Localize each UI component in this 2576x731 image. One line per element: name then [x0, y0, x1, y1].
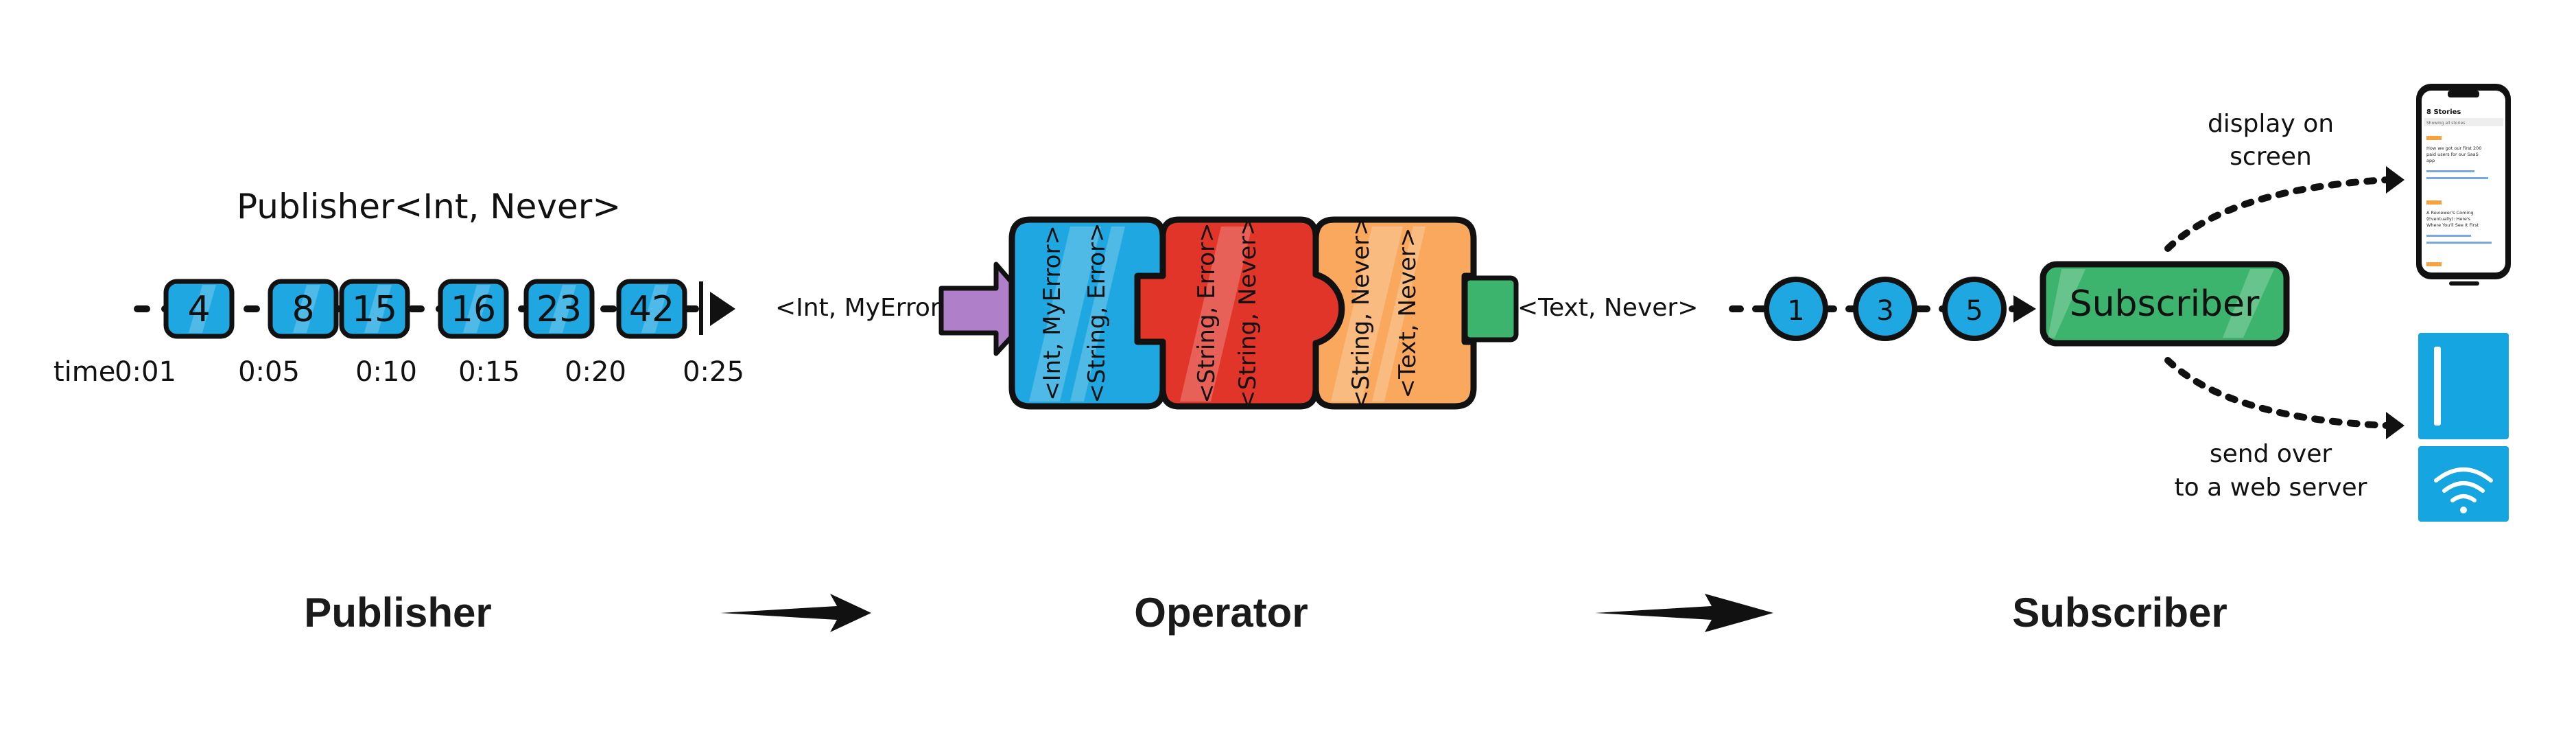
send-label-line2: to a web server: [2175, 474, 2367, 502]
publisher-marble: 8: [268, 279, 339, 339]
phone-subtitle: Showing all stories: [2426, 121, 2465, 126]
stage-label-publisher: Publisher: [304, 590, 491, 636]
phone-story-2: A Reviewer's Coming (Eventually): Here's…: [2426, 210, 2479, 228]
subscriber-marble-value: 3: [1876, 295, 1893, 327]
piece-1-top-type: <Int, MyError>: [1039, 225, 1066, 401]
stage-labels: Publisher Operator Subscriber: [304, 590, 2227, 636]
timeline-arrow-icon: [710, 292, 735, 326]
stage-arrow-2-icon: [1595, 594, 1773, 632]
publisher-type-label: Publisher<Int, Never>: [237, 187, 621, 227]
publisher-marble: 16: [438, 279, 509, 339]
subscriber-marble: 5: [1942, 277, 2007, 341]
subscriber-box-label: Subscriber: [2070, 283, 2260, 325]
phone-story-1: How we got our first 200 paid users for …: [2426, 146, 2483, 163]
publisher-marble-value: 4: [187, 289, 210, 330]
send-label-line1: send over: [2210, 440, 2332, 468]
piece-3-bottom-type: <Text, Never>: [1394, 228, 1421, 399]
subscriber-box: [2040, 261, 2290, 347]
subscriber-box-shine: [2048, 269, 2274, 338]
operator-output-type: <Text, Never>: [1517, 294, 1698, 322]
operator-input-type: <Int, MyError>: [775, 294, 961, 322]
piece-2-top-type: <String, Error>: [1193, 223, 1220, 404]
publisher-marble: 42: [616, 279, 687, 339]
time-prefix: time: [54, 356, 115, 388]
stage-label-operator: Operator: [1134, 590, 1308, 636]
display-label-line2: screen: [2230, 143, 2312, 171]
subscriber-marble-value: 1: [1787, 295, 1804, 327]
publisher-marble-value: 23: [536, 289, 582, 330]
phone-icon: 8 Stories Showing all stories How we got…: [2416, 84, 2511, 286]
publisher-time-label: 0:10: [355, 356, 417, 388]
publisher-time-label: 0:01: [115, 356, 176, 388]
subscriber-marble-value: 5: [1965, 295, 1983, 327]
publisher-time-label: 0:05: [238, 356, 300, 388]
publisher-section: Publisher<Int, Never> 4 8 15 16 23 42 time 0:…: [54, 187, 744, 388]
send-arrow-head-icon: [2386, 412, 2404, 439]
publisher-time-label: 0:20: [565, 356, 626, 388]
operator-section: <Int, MyError> <Int, MyError> <String, E…: [775, 216, 1698, 409]
subscriber-section: 1 3 5 Subscriber display on screen send ov…: [1729, 84, 2511, 522]
subscriber-marble: 1: [1764, 277, 1828, 341]
display-label-line1: display on: [2208, 110, 2334, 138]
piece-1-bottom-type: <String, Error>: [1083, 223, 1111, 404]
piece-shine: [1029, 227, 1426, 402]
display-arrow: [2164, 176, 2391, 252]
subscriber-timeline-arrow-icon: [2013, 295, 2036, 323]
publisher-time-label: 0:25: [683, 356, 744, 388]
publisher-times: 0:01 0:05 0:10 0:15 0:20 0:25: [115, 356, 744, 388]
publisher-marble: 4: [163, 279, 235, 339]
display-arrow-head-icon: [2386, 166, 2404, 194]
publisher-marbles: 4 8 15 16 23 42: [163, 279, 687, 339]
web-server-icon: [2418, 333, 2509, 522]
publisher-marble: 23: [523, 279, 595, 339]
publisher-marble-value: 15: [352, 289, 397, 330]
publisher-marble-value: 42: [629, 289, 674, 330]
stage-arrow-1-icon: [720, 594, 871, 632]
publisher-marble: 15: [339, 279, 410, 339]
piece-2-bottom-type: <String, Never>: [1234, 216, 1262, 409]
operator-piece-1: [1008, 216, 1166, 410]
send-arrow: [2164, 357, 2391, 429]
subscriber-marble: 3: [1853, 277, 1917, 341]
piece-3-top-type: <String, Never>: [1347, 216, 1375, 409]
publisher-marble-value: 16: [451, 289, 496, 330]
publisher-marble-value: 8: [292, 289, 314, 330]
output-tab: [1462, 275, 1519, 343]
stage-label-subscriber: Subscriber: [2012, 590, 2227, 636]
phone-title: 8 Stories: [2426, 108, 2461, 116]
publisher-time-label: 0:15: [458, 356, 520, 388]
subscriber-marbles: 1 3 5: [1764, 277, 2007, 341]
